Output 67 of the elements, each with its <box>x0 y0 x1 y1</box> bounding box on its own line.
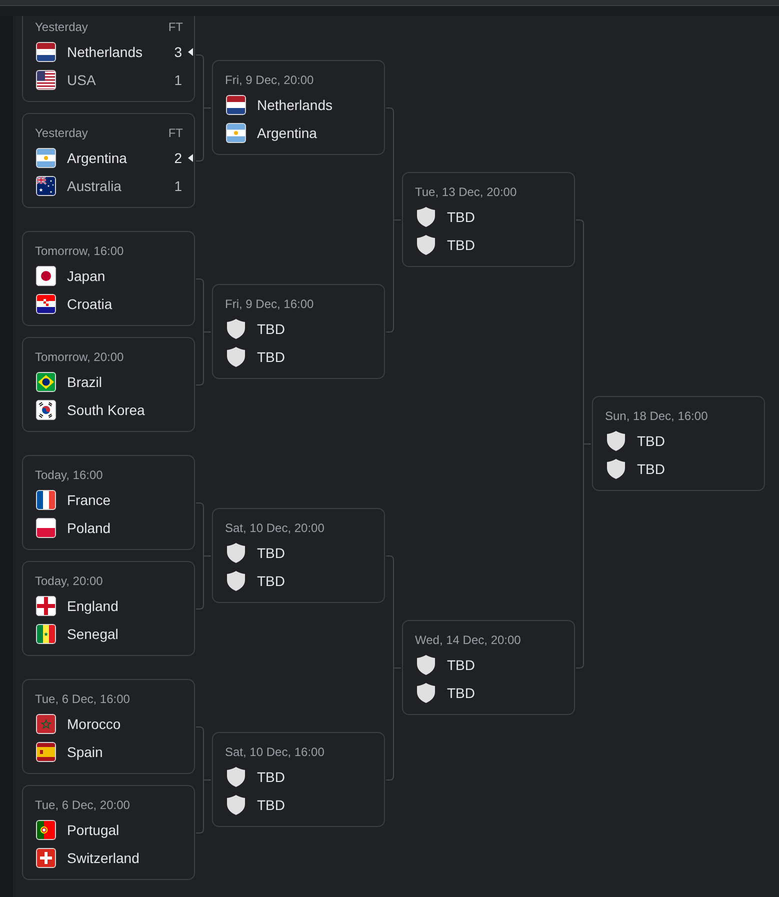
team-name: TBD <box>447 656 475 675</box>
team-name: Argentina <box>67 149 127 168</box>
match-card <box>22 337 195 432</box>
team-name: Spain <box>67 743 103 762</box>
match-card <box>212 284 385 379</box>
team-name: Poland <box>67 519 111 538</box>
team-name: Morocco <box>67 715 121 734</box>
team-name: TBD <box>637 460 665 479</box>
team-name: TBD <box>447 684 475 703</box>
team-score: 1 <box>174 71 182 90</box>
match-date: Tue, 13 Dec, 20:00 <box>415 184 517 200</box>
match-card <box>22 113 195 208</box>
match-card <box>212 508 385 603</box>
team-name: TBD <box>257 544 285 563</box>
match-card <box>402 172 575 267</box>
match-card <box>22 679 195 774</box>
team-name: Portugal <box>67 821 120 840</box>
match-date: Today, 16:00 <box>35 467 103 483</box>
match-card <box>212 60 385 155</box>
match-card <box>592 396 765 491</box>
team-name: TBD <box>447 208 475 227</box>
match-card <box>212 732 385 827</box>
match-date: Today, 20:00 <box>35 573 103 589</box>
match-date: Tue, 6 Dec, 16:00 <box>35 691 130 707</box>
team-name: TBD <box>637 432 665 451</box>
match-date: Yesterday <box>35 19 88 35</box>
team-name: Australia <box>67 177 122 196</box>
match-date: Wed, 14 Dec, 20:00 <box>415 632 521 648</box>
team-name: TBD <box>257 320 285 339</box>
team-name: USA <box>67 71 96 90</box>
team-name: TBD <box>257 796 285 815</box>
match-date: Sun, 18 Dec, 16:00 <box>605 408 708 424</box>
match-card <box>22 455 195 550</box>
top-bar <box>0 0 779 6</box>
match-card <box>22 561 195 656</box>
match-date: Tue, 6 Dec, 20:00 <box>35 797 130 813</box>
team-name: Switzerland <box>67 849 140 868</box>
team-name: South Korea <box>67 401 145 420</box>
match-date: Sat, 10 Dec, 20:00 <box>225 520 324 536</box>
team-name: France <box>67 491 111 510</box>
team-score: 2 <box>174 149 182 168</box>
team-name: Brazil <box>67 373 102 392</box>
team-name: TBD <box>257 572 285 591</box>
match-card <box>22 231 195 326</box>
team-name: TBD <box>257 348 285 367</box>
match-date: Fri, 9 Dec, 16:00 <box>225 296 314 312</box>
team-name: Senegal <box>67 625 118 644</box>
team-score: 1 <box>174 177 182 196</box>
team-name: Netherlands <box>257 96 332 115</box>
match-date: Tomorrow, 16:00 <box>35 243 124 259</box>
team-name: Croatia <box>67 295 112 314</box>
team-name: TBD <box>447 236 475 255</box>
match-status: FT <box>168 125 183 141</box>
match-status: FT <box>168 19 183 35</box>
match-date: Tomorrow, 20:00 <box>35 349 124 365</box>
match-card <box>22 785 195 880</box>
team-name: Argentina <box>257 124 317 143</box>
team-name: TBD <box>257 768 285 787</box>
team-name: England <box>67 597 118 616</box>
team-name: Netherlands <box>67 43 142 62</box>
match-card <box>22 16 195 102</box>
match-card <box>402 620 575 715</box>
match-date: Sat, 10 Dec, 16:00 <box>225 744 324 760</box>
match-date: Yesterday <box>35 125 88 141</box>
team-score: 3 <box>174 43 182 62</box>
team-name: Japan <box>67 267 106 286</box>
match-date: Fri, 9 Dec, 20:00 <box>225 72 314 88</box>
